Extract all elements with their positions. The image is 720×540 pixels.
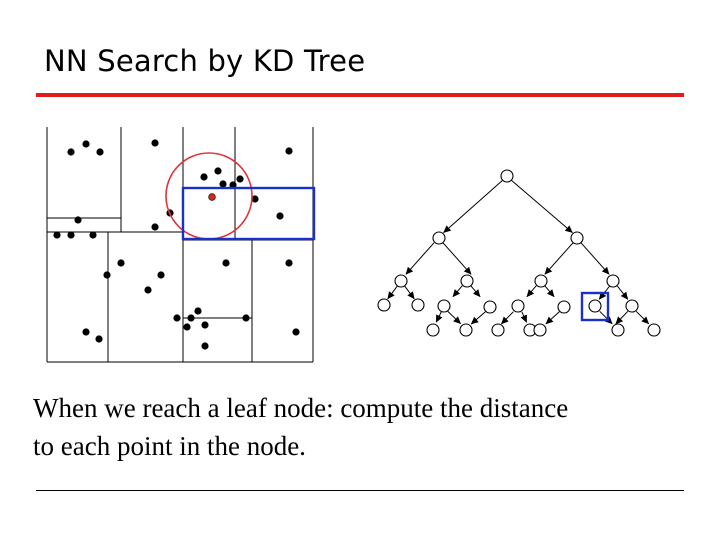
data-point bbox=[173, 314, 181, 322]
tree-edge bbox=[545, 311, 560, 325]
tree-node bbox=[460, 274, 474, 288]
tree-edge bbox=[544, 242, 574, 275]
tree-edge bbox=[442, 242, 472, 275]
data-point bbox=[251, 195, 259, 203]
tree-edge bbox=[443, 180, 503, 233]
tree-edge bbox=[435, 311, 443, 323]
data-point bbox=[222, 259, 230, 267]
data-point bbox=[74, 216, 82, 224]
query-point bbox=[208, 193, 216, 201]
tree-node bbox=[483, 300, 497, 314]
data-point bbox=[67, 231, 75, 239]
data-point bbox=[285, 259, 293, 267]
bottom-rule bbox=[36, 490, 684, 491]
data-point bbox=[219, 180, 227, 188]
tree-node-leaf bbox=[459, 323, 473, 337]
current-leaf-highlight bbox=[580, 291, 610, 322]
data-point bbox=[144, 286, 152, 294]
data-point bbox=[292, 328, 300, 336]
tree-edge bbox=[404, 285, 415, 300]
data-point bbox=[95, 335, 103, 343]
data-point bbox=[200, 173, 208, 181]
tree-node-root bbox=[500, 169, 514, 183]
data-point bbox=[157, 271, 165, 279]
slide-caption: When we reach a leaf node: compute the d… bbox=[33, 389, 703, 465]
tree-node-leaf bbox=[533, 323, 547, 337]
tree-node-leaf bbox=[588, 299, 602, 313]
data-point bbox=[285, 147, 293, 155]
tree-node bbox=[606, 274, 620, 288]
tree-edge bbox=[470, 285, 481, 298]
tree-edge bbox=[544, 285, 555, 298]
data-point bbox=[229, 181, 237, 189]
tree-nodes bbox=[377, 169, 661, 337]
tree-edge bbox=[526, 285, 537, 298]
tree-edge bbox=[501, 311, 514, 325]
data-point bbox=[117, 259, 125, 267]
data-point bbox=[276, 212, 284, 220]
tree-node bbox=[534, 274, 548, 288]
tree-node bbox=[437, 299, 451, 313]
data-point bbox=[201, 342, 209, 350]
tree-edge bbox=[511, 180, 573, 233]
data-points bbox=[53, 139, 300, 350]
tree-node bbox=[511, 299, 525, 313]
data-point bbox=[89, 231, 97, 239]
data-point bbox=[53, 231, 61, 239]
tree-node bbox=[570, 231, 584, 245]
data-point bbox=[242, 314, 250, 322]
tree-node bbox=[557, 300, 571, 314]
data-point bbox=[183, 323, 191, 331]
data-point bbox=[103, 271, 111, 279]
data-point bbox=[82, 328, 90, 336]
title-underline bbox=[36, 93, 684, 97]
tree-edge bbox=[599, 310, 613, 325]
tree-node bbox=[432, 231, 446, 245]
tree-node bbox=[394, 274, 408, 288]
tree-node-leaf bbox=[611, 323, 625, 337]
tree-node-leaf bbox=[491, 323, 505, 337]
data-point bbox=[151, 223, 159, 231]
tree-edge bbox=[405, 242, 435, 275]
space-partition-panel bbox=[46, 127, 314, 363]
tree-node-leaf bbox=[647, 323, 661, 337]
caption-line-2: to each point in the node. bbox=[33, 431, 306, 461]
data-point bbox=[194, 307, 202, 315]
tree-edges bbox=[387, 180, 650, 325]
tree-edge bbox=[452, 285, 463, 298]
tree-edge bbox=[520, 311, 528, 323]
data-point bbox=[214, 167, 222, 175]
tree-edge bbox=[580, 242, 610, 275]
data-point bbox=[201, 321, 209, 329]
data-point bbox=[96, 148, 104, 156]
data-point bbox=[151, 139, 159, 147]
tree-edge bbox=[387, 285, 398, 300]
tree-node-leaf bbox=[426, 323, 440, 337]
current-leaf-cell bbox=[181, 186, 316, 241]
tree-node bbox=[625, 299, 639, 313]
data-point bbox=[187, 314, 195, 322]
data-point bbox=[67, 148, 75, 156]
tree-edge bbox=[635, 310, 650, 325]
tree-edge bbox=[616, 285, 629, 300]
tree-edge bbox=[470, 311, 486, 325]
tree-node bbox=[411, 298, 425, 312]
data-point bbox=[82, 140, 90, 148]
caption-line-1: When we reach a leaf node: compute the d… bbox=[33, 393, 569, 423]
tree-edge bbox=[447, 311, 461, 325]
tree-node-leaf bbox=[377, 298, 391, 312]
data-point bbox=[236, 175, 244, 183]
slide-title: NN Search by KD Tree bbox=[44, 44, 366, 78]
tree-edge bbox=[615, 310, 629, 325]
